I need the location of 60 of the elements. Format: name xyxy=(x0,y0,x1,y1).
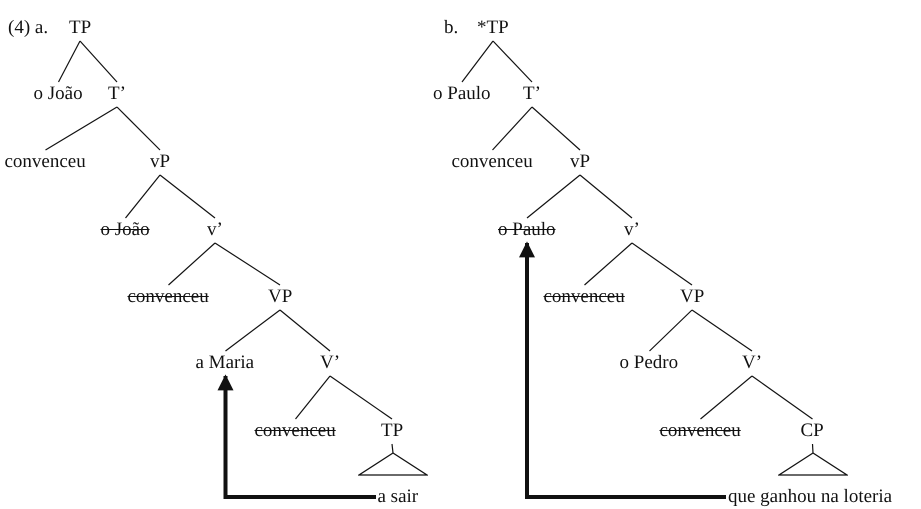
tree-node-label: VP xyxy=(268,287,292,307)
tree-node-label: TP xyxy=(381,421,404,441)
branch-line xyxy=(214,242,280,286)
deleted-copy-text: convenceu xyxy=(544,287,625,307)
branch-line xyxy=(580,174,632,218)
branch-line xyxy=(649,310,692,352)
branch-line xyxy=(752,376,813,420)
branch-line xyxy=(225,310,280,352)
tree-node-label: a Maria xyxy=(196,353,254,373)
tree-node-label: convenceu xyxy=(452,152,533,172)
branch-line xyxy=(532,106,580,150)
triangle-roof xyxy=(358,452,428,476)
deleted-copy-text: convenceu xyxy=(128,287,209,307)
tree-node-label: v’ xyxy=(207,220,223,240)
deleted-copy-text: convenceu xyxy=(660,421,741,441)
deleted-copy-text: o Paulo xyxy=(498,220,556,240)
tree-node-label: v’ xyxy=(624,220,640,240)
branch-line xyxy=(492,106,532,150)
branch-line xyxy=(58,40,81,82)
branch-line xyxy=(632,242,692,286)
deleted-copy-text: o João xyxy=(100,220,150,240)
branch-line xyxy=(330,376,392,420)
branch-line xyxy=(692,310,752,352)
tree-node-label: CP xyxy=(800,421,824,441)
branch-line xyxy=(462,40,494,82)
branch-line xyxy=(812,444,814,454)
tree-node-label: o Pedro xyxy=(620,353,678,373)
example-label: (4) a. xyxy=(8,18,48,38)
tree-node-label: o Paulo xyxy=(433,84,491,104)
branch-line xyxy=(526,174,580,218)
tree-node-label: que ganhou na loteria xyxy=(728,487,892,507)
branch-line xyxy=(45,106,118,151)
tree-node-label: T’ xyxy=(523,84,541,104)
branch-line xyxy=(160,174,216,218)
branch-line xyxy=(280,310,330,352)
branch-line xyxy=(391,444,394,454)
movement-arrow xyxy=(519,241,726,499)
tree-node-label: convenceu xyxy=(4,152,86,172)
tree-node-label: V’ xyxy=(742,353,762,373)
tree-node-label: o João xyxy=(34,84,83,104)
tree-node-label: vP xyxy=(570,152,590,172)
tree-node-label: a sair xyxy=(378,487,418,507)
branch-line xyxy=(492,40,532,82)
triangle-roof xyxy=(778,452,848,476)
example-label: b. xyxy=(444,18,458,38)
branch-line xyxy=(80,40,118,82)
tree-node-label: T’ xyxy=(108,84,126,104)
deleted-copy-text: convenceu xyxy=(254,421,336,441)
branch-line xyxy=(584,242,632,286)
tree-node-label: TP xyxy=(69,18,92,38)
branch-line xyxy=(125,174,160,218)
branch-line xyxy=(295,376,330,420)
branch-line xyxy=(116,106,160,150)
tree-node-label: V’ xyxy=(320,353,340,373)
tree-node-label: vP xyxy=(150,152,170,172)
branch-line xyxy=(700,376,752,420)
movement-arrow xyxy=(218,374,376,499)
branch-line xyxy=(168,242,216,286)
tree-node-label: VP xyxy=(680,287,704,307)
tree-node-label: *TP xyxy=(477,18,509,38)
